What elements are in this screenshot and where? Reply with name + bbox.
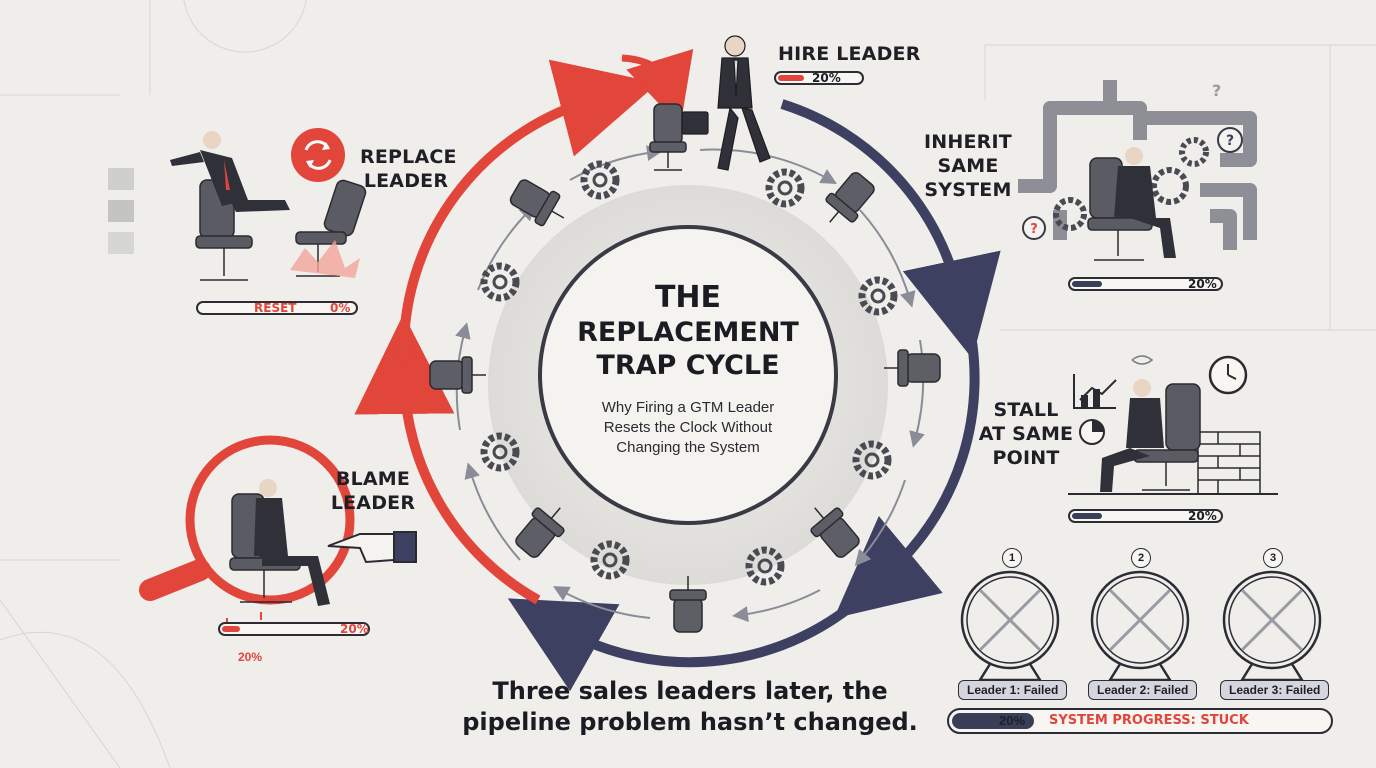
inherit-system-illustration: ? ? ? [1018,80,1257,261]
stall-progress-fill [1072,513,1102,519]
replace-reset-label: RESET [254,301,297,315]
hamster-wheel-icon [1090,570,1190,684]
tagline: Three sales leaders later, the pipeline … [450,676,930,738]
title-line-3: TRAP CYCLE [596,350,780,381]
wheel-number-3: 3 [1263,548,1283,568]
stall-illustration [1068,355,1278,495]
stall-label: STALL AT SAME POINT [978,398,1074,470]
wheel-label-2: Leader 2: Failed [1088,680,1198,700]
replace-label-line-1: REPLACE [360,146,457,168]
subtitle-line-3: Changing the System [616,439,760,456]
pointing-hand-icon [327,531,417,564]
svg-text:?: ? [1212,81,1221,100]
businessman-icon [254,479,330,606]
diagram-title: THE REPLACEMENT TRAP CYCLE [560,280,816,382]
blame-drop-label: 20% [238,650,263,664]
inherit-label-line-1: INHERIT [924,131,1012,153]
inherit-label-line-3: SYSTEM [924,179,1012,201]
replace-progress-bar: RESET 0% [196,301,358,315]
hire-progress-fill [778,75,804,81]
svg-text:?: ? [1226,133,1234,149]
inherit-label-line-2: SAME [937,155,999,177]
center-circle [538,225,838,525]
stall-label-line-2: AT SAME [978,423,1074,445]
system-progress-value: 20% [999,713,1026,728]
inherit-label: INHERIT SAME SYSTEM [920,130,1016,202]
blame-leader-illustration [139,435,417,632]
pie-chart-icon [1079,419,1105,445]
system-progress-bar: 20% SYSTEM PROGRESS: STUCK [947,708,1333,734]
wheel-number-1: 1 [1002,548,1022,568]
hire-leader-label: HIRE LEADER [778,43,921,65]
wheel-number-2: 2 [1131,548,1151,568]
question-mark-icon: ? ? ? [1022,81,1243,240]
stall-progress-bar: 20% [1068,509,1223,523]
businessman-icon [170,131,290,212]
stall-progress-value: 20% [1188,509,1217,523]
blame-progress-bar: 20% [218,622,370,636]
hire-progress-bar: 20% [774,71,864,85]
tagline-line-1: Three sales leaders later, the [492,677,888,705]
inherit-progress-bar: 20% [1068,277,1223,291]
stall-label-line-3: POINT [992,447,1060,469]
hire-progress-value: 20% [812,71,841,85]
diagram-subtitle: Why Firing a GTM Leader Resets the Clock… [575,398,801,458]
reset-cycle-icon [291,128,345,182]
stall-label-line-1: STALL [993,399,1059,421]
gear-icon [1053,137,1209,231]
wheel-label-3: Leader 3: Failed [1220,680,1330,700]
wheel-label-1: Leader 1: Failed [958,680,1068,700]
hamster-wheel-icon [960,570,1060,684]
blame-progress-value: 20% [340,622,369,636]
brick-wall-icon [1197,431,1261,495]
blame-label-line-2: LEADER [330,492,416,514]
gear-icon-ring [480,160,898,586]
businessman-icon [1100,379,1164,492]
system-progress-fill [952,713,1034,729]
growth-chart-icon [1073,374,1117,409]
businessman-icon [681,35,771,171]
tagline-line-2: pipeline problem hasn’t changed. [462,708,918,736]
blame-label-line-1: BLAME [335,468,411,490]
title-line-1: THE [654,280,722,315]
replace-progress-value: 0% [330,301,351,315]
replace-label: REPLACE LEADER [360,145,457,193]
subtitle-line-2: Resets the Clock Without [603,419,773,436]
blame-progress-fill [222,626,240,632]
clock-icon [1208,355,1248,395]
office-chair-icon-ring [429,103,941,633]
outer-cycle-arrows [354,48,1001,692]
hamster-wheel-icon [1222,570,1322,684]
replace-leader-illustration [170,128,367,281]
title-line-2: REPLACEMENT [577,317,799,348]
magnifier-icon [185,435,355,605]
system-progress-label: SYSTEM PROGRESS: STUCK [1049,713,1249,728]
replace-label-line-2: LEADER [363,170,449,192]
hamster-wheel-icon-group [960,570,1322,684]
svg-text:?: ? [1030,222,1038,237]
grey-swatches [108,168,134,254]
blame-label: BLAME LEADER [330,467,416,515]
inherit-progress-fill [1072,281,1102,287]
subtitle-line-1: Why Firing a GTM Leader [601,399,775,416]
inherit-progress-value: 20% [1188,277,1217,291]
businessman-icon [1114,147,1176,258]
